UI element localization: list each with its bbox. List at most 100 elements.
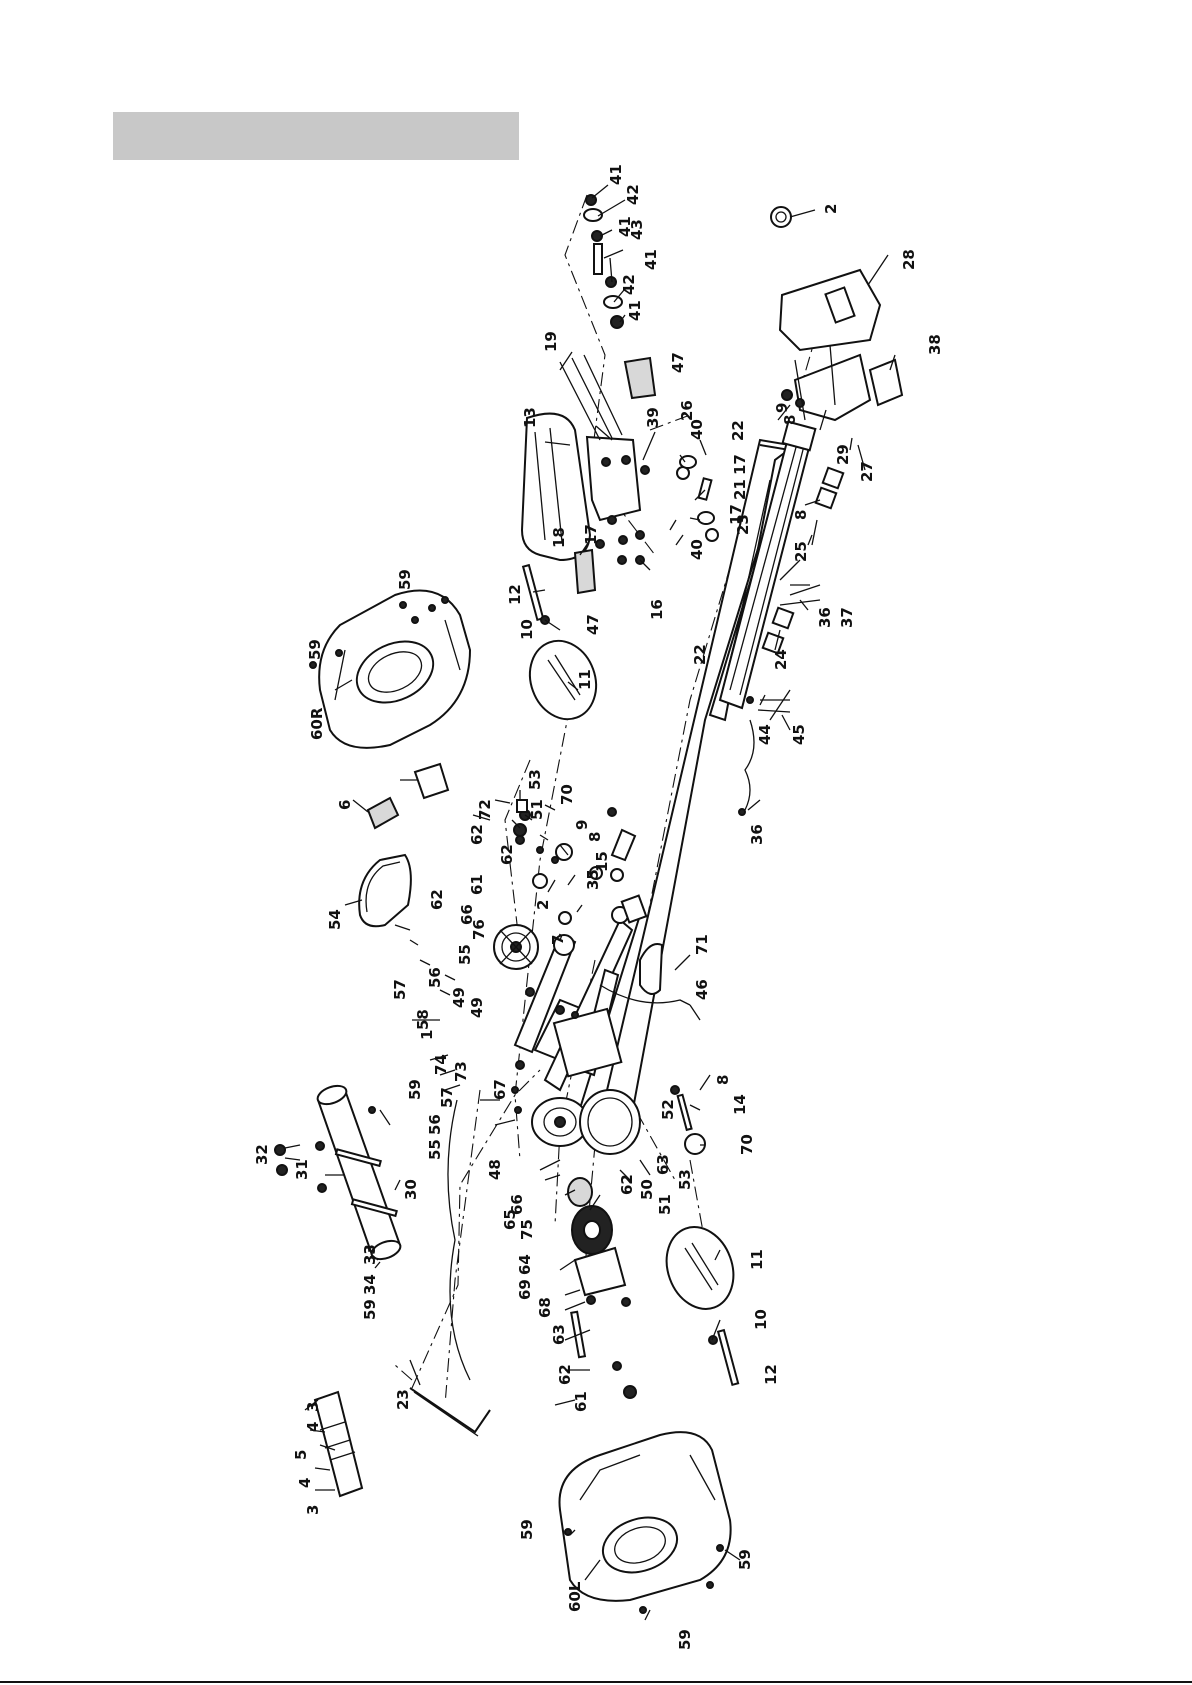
- label-69: 69: [516, 1279, 534, 1300]
- label-27: 27: [858, 461, 876, 482]
- label-11: 11: [576, 669, 594, 690]
- label-14: 14: [731, 1094, 749, 1115]
- rail-roller-stack: [676, 455, 719, 542]
- bracket-29: [793, 353, 872, 422]
- label-20: 21: [731, 479, 749, 500]
- label-62: 62: [556, 1364, 574, 1385]
- label-67: 67: [491, 1079, 509, 1100]
- label-54: 54: [326, 909, 344, 930]
- label-57: 57: [438, 1087, 456, 1108]
- label-24: 24: [772, 649, 790, 670]
- label-66: 66: [458, 904, 476, 925]
- label-32: 32: [253, 1144, 271, 1165]
- label-11: 11: [748, 1249, 766, 1270]
- flywheel-52: [579, 1089, 641, 1155]
- tube-33: [316, 1088, 402, 1257]
- label-21: 23: [734, 514, 752, 535]
- plate-38: [868, 358, 904, 407]
- label-49: 49: [468, 997, 486, 1018]
- label-59: 59: [306, 639, 324, 660]
- end-cap-28: [778, 268, 882, 352]
- label-26: 26: [678, 400, 696, 421]
- label-64: 64: [516, 1254, 534, 1275]
- footer-rule: [0, 1681, 1192, 1683]
- handlebar-assembly: [274, 1069, 541, 1498]
- label-59: 59: [676, 1629, 694, 1650]
- label-31: 31: [293, 1159, 311, 1180]
- label-43: 43: [628, 219, 646, 240]
- label-4: 4: [296, 1478, 314, 1488]
- rear-stabilizer: [770, 206, 904, 422]
- label-60L: 60L: [566, 1581, 584, 1612]
- crank-15: [610, 828, 637, 862]
- label-41: 41: [616, 216, 634, 237]
- label-28: 28: [900, 249, 918, 270]
- label-10: 10: [752, 1309, 770, 1330]
- label-62: 62: [468, 824, 486, 845]
- top-roller-stack: [583, 194, 624, 329]
- part-6: [366, 796, 400, 830]
- label-23: 23: [394, 1389, 412, 1410]
- label-2: 2: [534, 900, 552, 910]
- pin-14: [676, 1093, 693, 1132]
- label-66: 66: [508, 1194, 526, 1215]
- label-13: 13: [521, 407, 539, 428]
- label-6: 6: [336, 800, 354, 810]
- label-1: 1: [418, 1030, 436, 1040]
- knob-70: [684, 1133, 706, 1155]
- label-72: 72: [476, 799, 494, 820]
- cable-36: [744, 719, 755, 811]
- label-56: 56: [426, 967, 444, 988]
- main-frame: [513, 438, 796, 1127]
- label-71: 71: [693, 934, 711, 955]
- label-65: 65: [501, 1209, 519, 1230]
- label-47: 47: [584, 614, 602, 635]
- label-61: 61: [572, 1391, 590, 1412]
- label-53: 53: [676, 1169, 694, 1190]
- label-17: 17: [582, 524, 600, 545]
- label-51: 51: [528, 799, 546, 820]
- label-41: 41: [626, 300, 644, 321]
- label-8: 8: [781, 415, 799, 425]
- label-73: 73: [452, 1061, 470, 1082]
- label-10: 10: [518, 619, 536, 640]
- label-38: 38: [926, 334, 944, 355]
- label-29: 29: [834, 444, 852, 465]
- label-51: 51: [656, 1194, 674, 1215]
- label-33: 33: [361, 1244, 379, 1265]
- label-30: 30: [402, 1179, 420, 1200]
- label-59: 59: [406, 1079, 424, 1100]
- label-62: 62: [428, 889, 446, 910]
- cover-69: [573, 1246, 627, 1297]
- pedal-bolt-12-bottom: [716, 1328, 740, 1387]
- label-16: 16: [648, 599, 666, 620]
- label-12: 12: [762, 1364, 780, 1385]
- label-44: 44: [756, 724, 774, 745]
- label-9: 9: [573, 820, 591, 830]
- label-62: 62: [498, 844, 516, 865]
- label-62: 63: [654, 1154, 672, 1175]
- label-7: 7: [549, 935, 567, 945]
- pedal-11-bottom: [665, 1226, 735, 1310]
- label-76: 76: [470, 919, 488, 940]
- label-47: 47: [669, 352, 687, 373]
- label-55: 55: [456, 944, 474, 965]
- label-25: 25: [792, 541, 810, 562]
- pedal-71: [639, 943, 664, 995]
- part-72: [413, 762, 450, 800]
- label-42: 42: [624, 184, 642, 205]
- label-59: 59: [396, 569, 414, 590]
- label-53: 53: [526, 769, 544, 790]
- label-15: 15: [593, 851, 611, 872]
- seat-bracket: [585, 435, 642, 522]
- label-70: 70: [558, 784, 576, 805]
- label-41: 41: [642, 249, 660, 270]
- label-3: 3: [304, 1505, 322, 1515]
- label-75: 75: [518, 1219, 536, 1240]
- label-62: 62: [618, 1174, 636, 1195]
- label-9: 9: [773, 403, 791, 413]
- seat-handle-47-bottom: [573, 548, 597, 595]
- assembly-lines: [394, 194, 826, 1406]
- label-59: 59: [518, 1519, 536, 1540]
